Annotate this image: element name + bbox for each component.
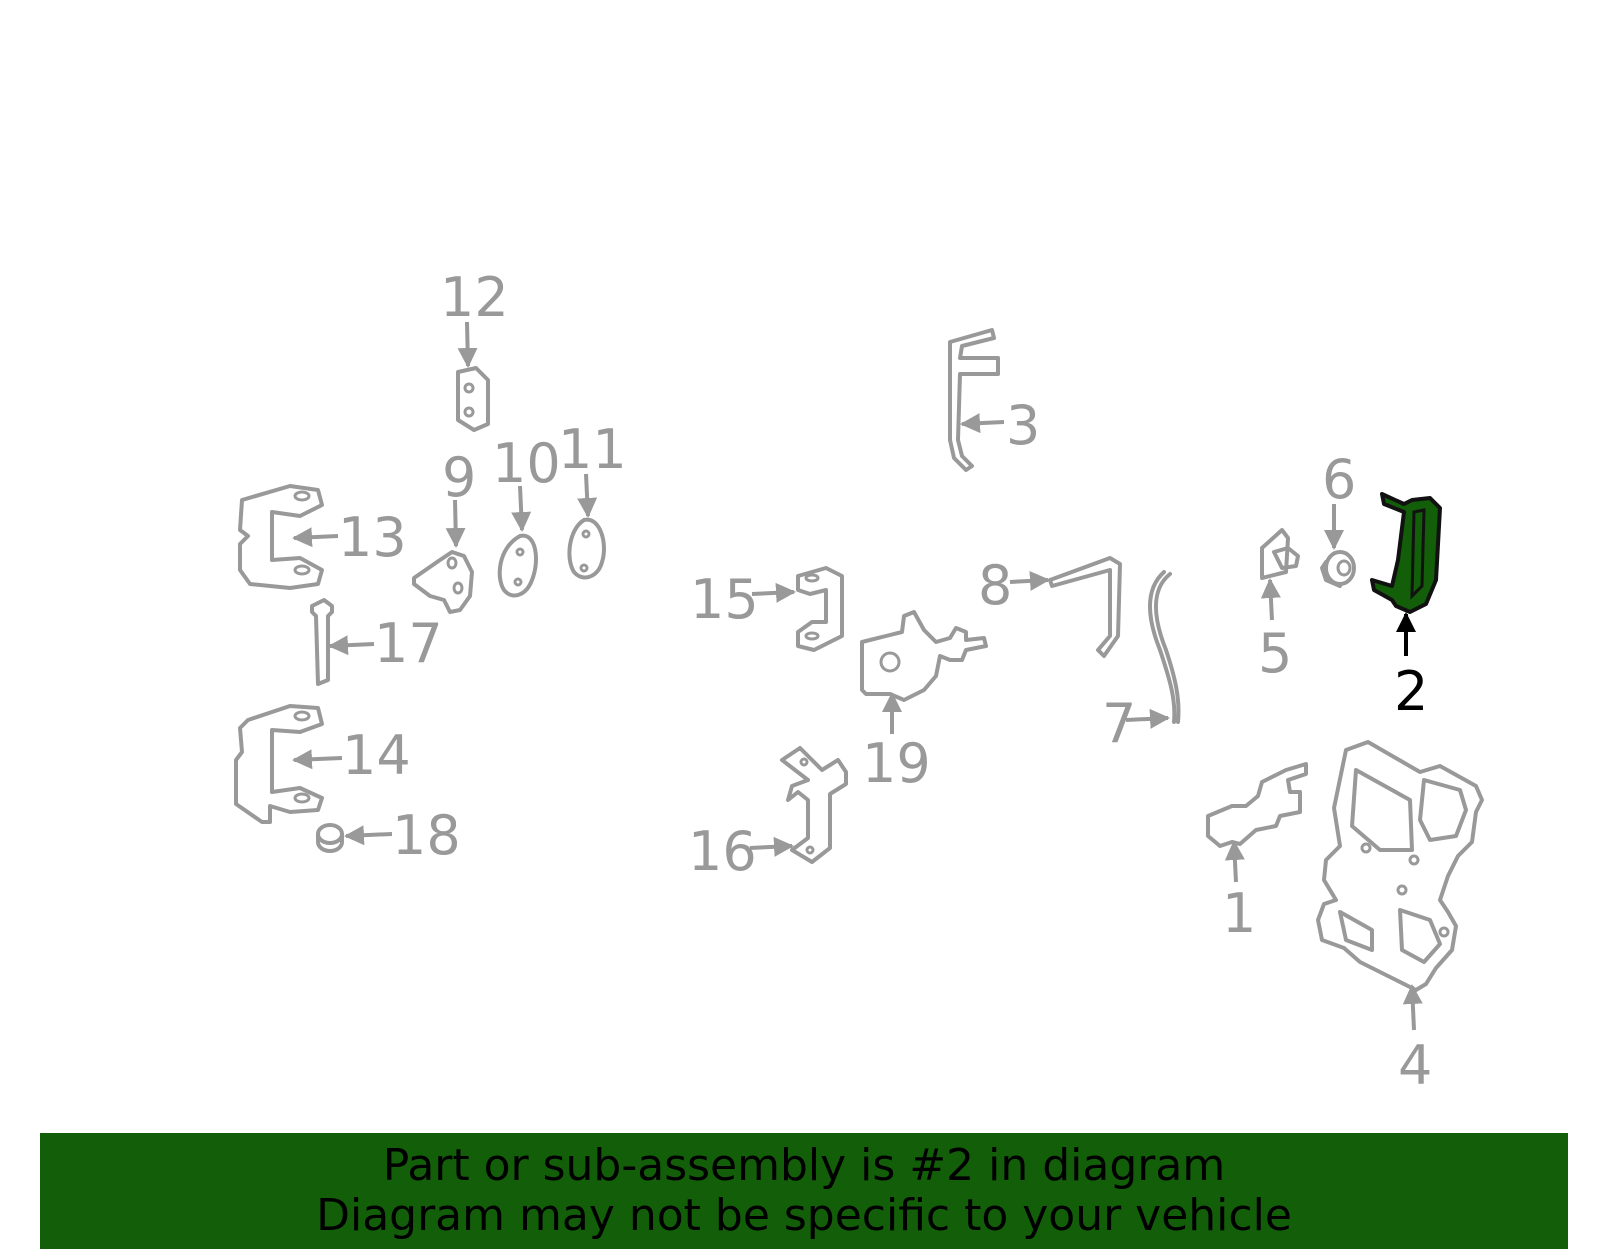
callout-1-arrow	[1224, 840, 1245, 883]
callout-13: 13	[292, 506, 407, 569]
callout-17-label: 17	[374, 612, 443, 675]
callout-14-label: 14	[342, 724, 411, 787]
callout-8-label: 8	[978, 554, 1012, 617]
callout-18-arrow	[344, 825, 393, 846]
callout-7: 7	[1102, 692, 1170, 755]
callout-17: 17	[328, 612, 443, 675]
callout-9-label: 9	[442, 446, 476, 509]
part-4-latch-assembly	[1316, 740, 1484, 992]
part-13-upper-hinge	[238, 484, 324, 590]
callout-15-arrow	[751, 582, 796, 603]
callout-16: 16	[688, 820, 794, 883]
callout-3: 3	[960, 394, 1040, 457]
part-3-rod	[948, 328, 1000, 472]
callout-16-arrow	[749, 836, 794, 857]
callout-18-label: 18	[392, 804, 461, 867]
callout-13-label: 13	[338, 506, 407, 569]
part-6-bushing	[1320, 550, 1356, 588]
callout-1: 1	[1222, 840, 1256, 945]
banner-line-part: Part or sub-assembly is #2 in diagram	[382, 1140, 1226, 1191]
info-banner: Part or sub-assembly is #2 in diagram Di…	[40, 1133, 1568, 1249]
callout-16-label: 16	[688, 820, 757, 883]
callout-11-arrow	[577, 473, 598, 518]
banner-line-disclaimer: Diagram may not be specific to your vehi…	[316, 1190, 1292, 1241]
callout-19: 19	[862, 692, 931, 795]
callout-15: 15	[690, 568, 796, 631]
callout-13-arrow	[292, 527, 339, 548]
callout-3-label: 3	[1006, 394, 1040, 457]
callout-10-arrow	[511, 485, 532, 532]
callout-8-arrow	[1009, 570, 1050, 591]
part-11-shim	[567, 517, 606, 580]
callout-2-label: 2	[1394, 660, 1428, 723]
callout-4: 4	[1398, 984, 1432, 1097]
callout-14-arrow	[292, 749, 343, 770]
part-15-bracket	[796, 566, 844, 652]
part-17-pin	[310, 598, 334, 686]
part-12-plate	[456, 366, 490, 432]
part-2-handle-highlighted	[1370, 492, 1442, 614]
part-10-shim	[497, 533, 538, 598]
callout-4-arrow	[1402, 984, 1423, 1031]
callout-5-label: 5	[1258, 622, 1292, 685]
callout-19-label: 19	[862, 732, 931, 795]
callout-4-label: 4	[1398, 1034, 1432, 1097]
callout-10-label: 10	[492, 432, 561, 495]
callout-12-label: 12	[440, 266, 509, 329]
part-8-rod	[1048, 556, 1122, 658]
callout-18: 18	[344, 804, 461, 867]
callout-10: 10	[492, 432, 561, 532]
callout-11-label: 11	[558, 418, 627, 481]
part-5-cam	[1260, 528, 1300, 580]
part-7-cable	[1148, 570, 1181, 724]
callout-9-arrow	[445, 499, 466, 548]
callout-6: 6	[1322, 448, 1356, 550]
callout-12-arrow	[457, 321, 478, 368]
callout-9: 9	[442, 446, 476, 548]
part-9-bracket	[412, 550, 474, 614]
callout-8: 8	[978, 554, 1050, 617]
callout-5-arrow	[1260, 578, 1281, 621]
part-19-check-strap	[860, 610, 988, 702]
callout-17-arrow	[328, 635, 375, 656]
part-14-lower-hinge	[234, 704, 324, 824]
callout-7-arrow	[1125, 708, 1170, 729]
callout-5: 5	[1258, 578, 1292, 685]
part-16-bracket	[780, 746, 848, 864]
callout-7-label: 7	[1102, 692, 1136, 755]
callout-11: 11	[558, 418, 627, 518]
callout-1-label: 1	[1222, 882, 1256, 945]
part-1-linkage	[1206, 762, 1308, 848]
callout-15-label: 15	[690, 568, 759, 631]
callout-12: 12	[440, 266, 509, 368]
callout-2: 2	[1394, 612, 1428, 723]
callout-6-label: 6	[1322, 448, 1356, 511]
callout-3-arrow	[960, 413, 1005, 434]
part-18-washer	[316, 823, 344, 853]
callout-14: 14	[292, 724, 411, 787]
